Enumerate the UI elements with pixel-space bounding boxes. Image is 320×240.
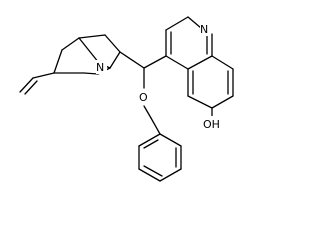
quinoline-rings	[165, 16, 234, 117]
molecule-structure: N N O OH	[19, 16, 234, 182]
svg-text:N: N	[200, 23, 208, 36]
quinuclidine-cage	[53, 34, 121, 75]
atom-label-hydroxyl: OH	[203, 116, 223, 131]
atom-label-quinuclidine-n: N	[96, 60, 107, 74]
svg-text:O: O	[139, 91, 148, 104]
vinyl-group	[19, 72, 55, 95]
svg-text:N: N	[96, 61, 104, 74]
svg-text:OH: OH	[203, 118, 220, 131]
phenyl-ring	[138, 133, 182, 182]
central-carbon-bonds	[119, 51, 167, 135]
atom-label-quinoline-n: N	[200, 22, 211, 36]
atom-label-ether-o: O	[139, 90, 150, 104]
